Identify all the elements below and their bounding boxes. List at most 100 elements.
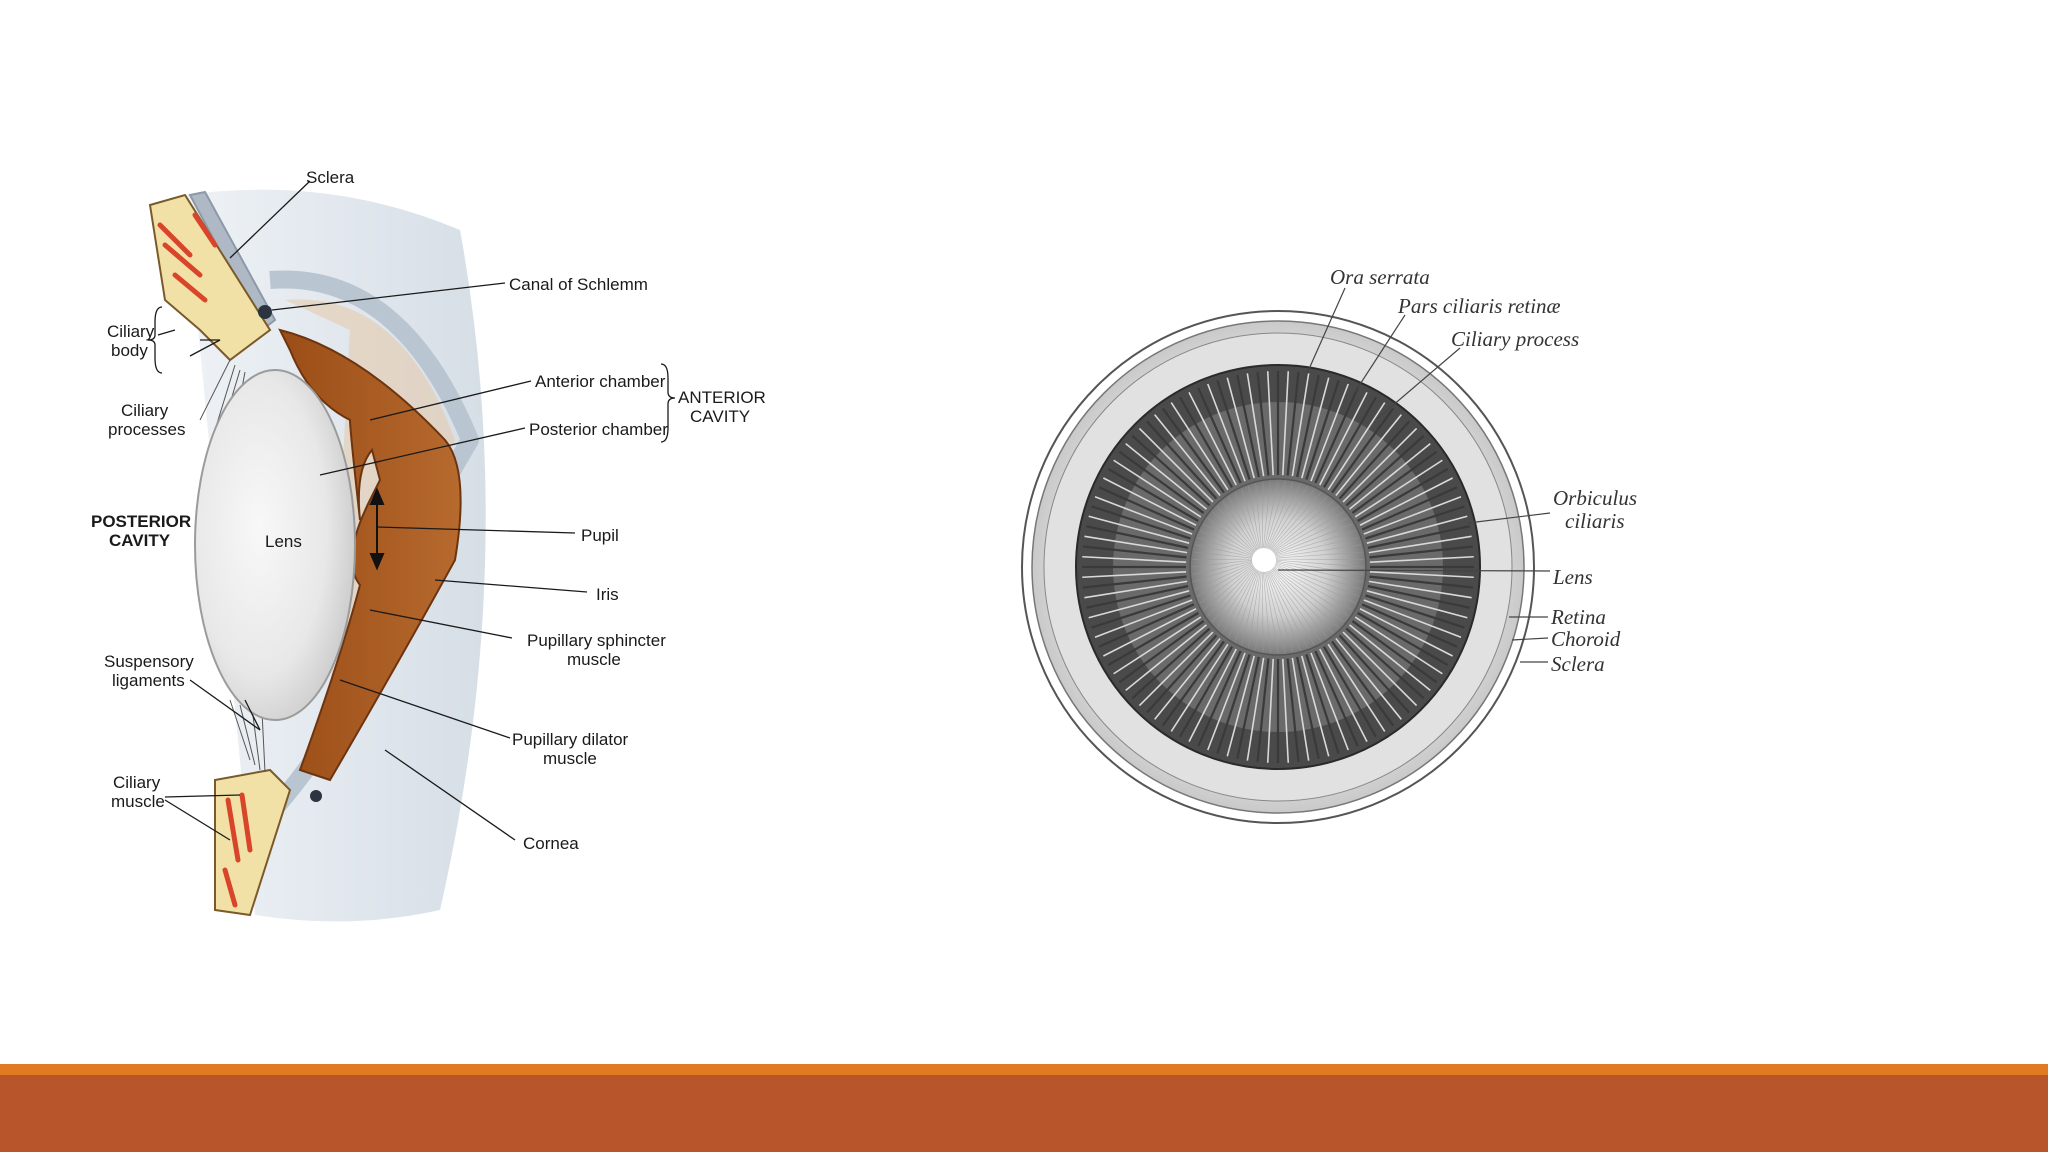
ciliary-striation (1357, 612, 1449, 666)
lens-ray (1273, 544, 1362, 558)
ciliary-striation (1082, 545, 1187, 559)
ciliary-striation (1367, 525, 1470, 549)
lens-ray (1255, 569, 1262, 651)
lens-ray (1263, 569, 1279, 654)
ciliary-striation (1327, 643, 1386, 732)
ciliary-striation (1086, 585, 1189, 609)
lens-body (194, 369, 356, 721)
lens-ray (1261, 569, 1264, 652)
ciliary-striation (1319, 391, 1368, 486)
ciliary-striation (1086, 525, 1189, 549)
ciliary-striation (1197, 650, 1242, 747)
label-ciliary-muscle-2: muscle (111, 792, 165, 811)
lens-ray (1270, 500, 1334, 553)
lens-ray (1267, 569, 1308, 648)
lens-ray (1203, 523, 1256, 556)
ciliary-striation (1301, 655, 1330, 757)
ciliary-striation (1331, 640, 1395, 727)
lens-ray (1234, 492, 1260, 552)
left-leader-lines (157, 180, 588, 841)
ciliary-striation (1359, 477, 1454, 526)
ciliary-striation (1310, 652, 1349, 751)
ciliary-striation (1094, 599, 1193, 638)
label-pars-ciliaris-retinae: Pars ciliaris retinæ (1397, 294, 1561, 318)
lens-ray (1222, 500, 1258, 553)
label-anterior-cavity-1: ANTERIOR (678, 388, 766, 407)
label-canal-of-schlemm: Canal of Schlemm (509, 275, 648, 294)
right-eye-diagram: Ora serrata Pars ciliaris retinæ Ciliary… (1021, 265, 1637, 824)
ciliary-striation (1365, 594, 1465, 629)
lens-rays (1191, 480, 1365, 654)
lens-ray (1270, 505, 1340, 554)
ciliary-striation (1357, 468, 1449, 522)
lens-ray (1194, 544, 1255, 558)
ciliary-striation (1369, 571, 1474, 579)
ciliary-striation (1146, 420, 1218, 500)
lens-ray (1272, 530, 1357, 557)
label-choroid: Choroid (1551, 627, 1621, 651)
lens-ray (1273, 559, 1365, 568)
ciliary-striation (1363, 496, 1462, 535)
lens-ray (1265, 482, 1294, 551)
lens-ray (1193, 551, 1255, 559)
lens-ray (1264, 481, 1286, 551)
ciliary-striation (1296, 375, 1320, 478)
ciliary-striation (1226, 377, 1255, 479)
lens-ray (1199, 530, 1256, 557)
lens-ray (1207, 565, 1257, 617)
label-orbiculus-ciliaris-1: Orbiculus (1553, 486, 1637, 510)
footer-accent-bar (0, 1064, 2048, 1075)
lens-ray (1273, 562, 1362, 590)
lens-ray (1262, 569, 1271, 653)
ciliary-striation (1138, 427, 1214, 503)
right-leader-lines (1277, 287, 1551, 663)
lens-ray (1248, 486, 1261, 551)
label-ciliary-process: Ciliary process (1451, 327, 1579, 351)
ciliary-muscle-stripes-top (157, 212, 218, 303)
ciliary-striation (1351, 620, 1438, 684)
ciliary-striation (1098, 486, 1195, 531)
ciliary-striation (1351, 450, 1438, 514)
lens-ray (1241, 568, 1261, 646)
ciliary-striation (1368, 535, 1472, 554)
label-posterior-chamber: Posterior chamber (529, 420, 668, 439)
label-iris: Iris (596, 585, 619, 604)
ciliary-striation (1118, 620, 1205, 684)
ciliary-striation (1094, 496, 1193, 535)
lens-center (1252, 548, 1276, 572)
label-pupillary-dilator-2: muscle (543, 749, 597, 768)
ciliary-body-brace (147, 306, 163, 374)
lens-ray (1268, 568, 1322, 642)
lens-ray (1269, 567, 1328, 638)
ciliary-striation (1102, 608, 1197, 657)
ciliary-striation (1368, 580, 1472, 599)
lens-ray (1241, 488, 1261, 552)
lens-ray (1273, 560, 1364, 575)
ciliary-striation (1335, 414, 1402, 497)
footer-bar (0, 1075, 2048, 1152)
ciliary-striation (1113, 616, 1202, 675)
ciliary-striation (1084, 535, 1188, 554)
ciliary-striation (1301, 377, 1330, 479)
ciliary-striation (1154, 414, 1221, 497)
ciliary-striation (1138, 631, 1214, 707)
ciliary-striation (1369, 575, 1474, 589)
lens-ray (1267, 488, 1315, 552)
lens-ray (1271, 511, 1345, 554)
label-pupillary-sphincter-1: Pupillary sphincter (527, 631, 666, 650)
ciliary-striation (1256, 658, 1270, 763)
label-lens: Lens (265, 532, 302, 551)
lens-ray (1234, 568, 1260, 642)
ciliary-striation (1323, 396, 1377, 488)
ciliary-striation (1246, 657, 1265, 761)
label-ciliary-processes-1: Ciliary (121, 401, 169, 420)
ciliary-striation (1323, 646, 1377, 738)
ciliary-striation (1335, 637, 1402, 720)
ciliary-striation (1282, 371, 1290, 476)
ciliary-striation (1084, 580, 1188, 599)
lens-ray (1273, 537, 1359, 557)
lens-disc (1189, 478, 1367, 656)
ciliary-striation (1266, 371, 1274, 476)
canal-dot-bottom (310, 790, 322, 802)
